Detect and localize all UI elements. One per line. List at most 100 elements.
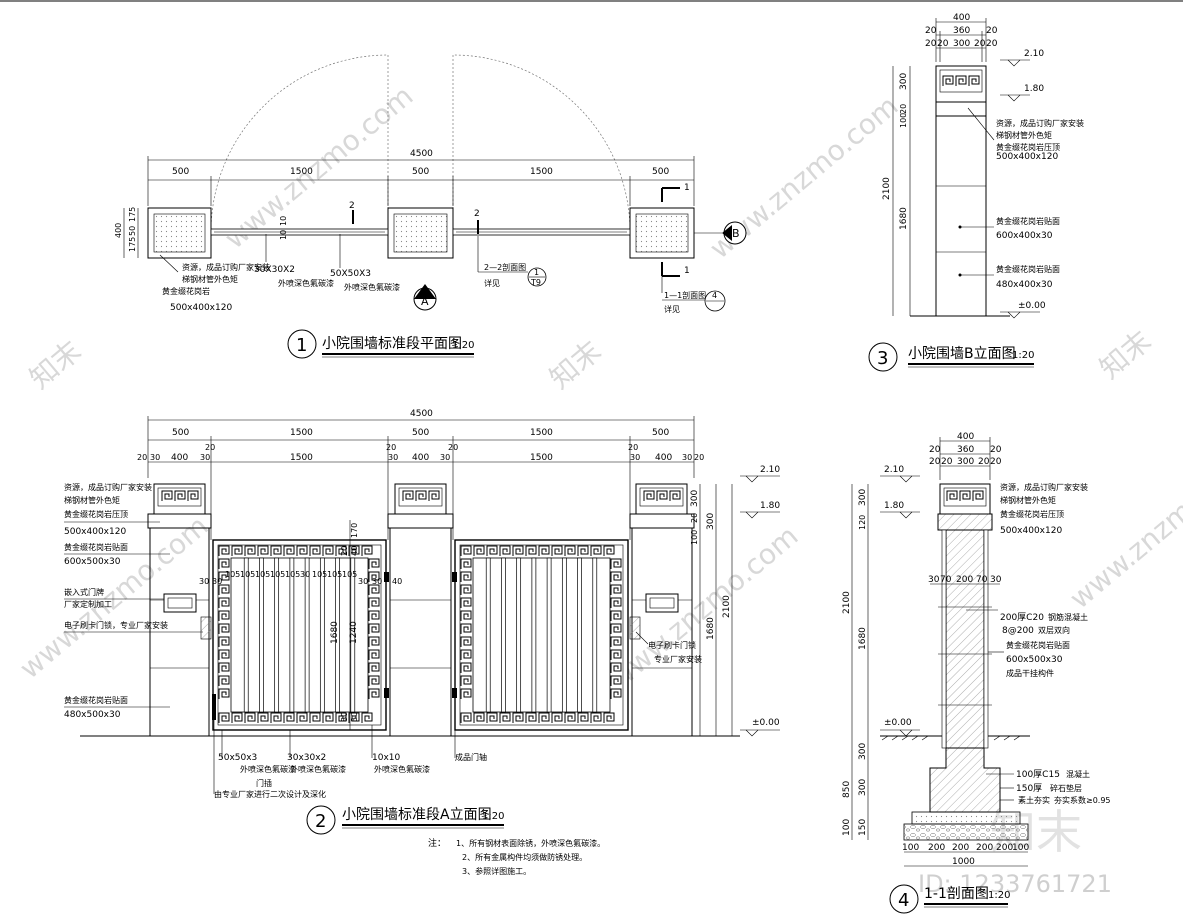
gate-bar: [546, 557, 552, 713]
elevb-level-210-mark: [1007, 59, 1021, 67]
watermark-id: ID: 1233761721: [918, 870, 1112, 898]
plan-tube-size: 50X50X3: [330, 269, 371, 279]
sec-cap-note3: 黄金缀花岗岩压顶: [1000, 509, 1064, 519]
elevb-veneer1-size: 600x400x30: [996, 231, 1053, 241]
sec-dim-left-300c: 300: [858, 779, 868, 796]
eleva-dim-r2-5: 20: [205, 443, 215, 452]
eleva-title-number-circle: [306, 805, 336, 835]
eleva-gate-dim-8: 30: [300, 570, 310, 579]
plan-section-1-label-top: 1: [684, 183, 690, 193]
sec-footing: [929, 747, 1001, 813]
gate-bar: [577, 557, 582, 713]
eleva-rdim-1680: 1680: [706, 617, 716, 640]
sec-base-concrete: [911, 811, 1021, 825]
eleva-gate-dim-10: 105: [327, 570, 342, 579]
eleva-dim-r2-3: 400: [171, 453, 188, 463]
eleva-rdim-300b: 300: [706, 513, 716, 530]
eleva-veneer1-note: 黄金缀花岗岩贴面: [64, 542, 128, 552]
eleva-dim-seg-1: 500: [172, 428, 189, 438]
sec-dim-row2-b: 360: [957, 445, 974, 455]
sec-level-000: ±0.00: [884, 718, 912, 728]
eleva-dim-r2-10: 30: [440, 453, 450, 462]
sec-cap-frieze: [943, 487, 987, 507]
eleva-gate-dim-13: 30: [372, 577, 382, 586]
gate-bar: [561, 557, 567, 713]
sec-wall-note: 钢筋混凝土: [1048, 612, 1088, 622]
eleva-gate-right-bars: [485, 557, 598, 713]
eleva-gate-vdim-1240: 1240: [349, 621, 359, 644]
elevb-cap-size: 500x400x120: [996, 152, 1058, 162]
eleva-title: 小院围墙标准段A立面图: [342, 807, 492, 823]
plan-pillar-left-core: [153, 213, 206, 253]
eleva-lock-right-2: 专业厂家安装: [654, 654, 702, 664]
eleva-gate-dim-1: 30: [199, 577, 209, 586]
watermark-url-5: www.znzmo.com: [603, 519, 804, 695]
eleva-level-000: ±0.00: [752, 718, 780, 728]
sec-level-180-mark: [899, 511, 913, 519]
sec-rebar-note: 双层双向: [1038, 625, 1070, 635]
eleva-gate-dim-6: 105: [270, 570, 285, 579]
sec-cap-note1: 资源，成品订购厂家安装: [1000, 482, 1088, 492]
eleva-note-3: 3、参照详图施工。: [462, 866, 531, 876]
eleva-dim-r2-8: 30: [388, 453, 398, 462]
eleva-gate-note: 由专业厂家进行二次设计及深化: [214, 789, 326, 799]
section-11-view: 400 20 360 20 20 20 300 20 20: [842, 432, 1111, 914]
sec-dim-bottom-4: 200: [976, 843, 993, 853]
eleva-gate-vdim-80: 80: [340, 712, 349, 722]
elevb-veneer2-note: 黄金缀花岗岩贴面: [996, 264, 1060, 274]
elevb-dim-left-1680: 1680: [899, 207, 909, 230]
sec-dim-left-300b: 300: [858, 743, 868, 760]
elevation-b-view: 400 20 360 20 20 20 300 20 20 300 20: [868, 13, 1084, 372]
eleva-hinge-bottom-left: [384, 688, 389, 698]
sec-base1-note: 混凝土: [1066, 769, 1090, 779]
elevb-cap-leader: [967, 107, 995, 141]
sec-base-gravel: [903, 823, 1029, 841]
eleva-dim-r2-1: 20: [137, 453, 147, 462]
gate-bar: [259, 557, 264, 713]
plan-sec22-label: 2—2剖面图: [484, 262, 526, 272]
sec-dim-row2-c: 20: [990, 445, 1002, 455]
sec-wall-core: [945, 529, 985, 749]
eleva-tube-note: 外喷深色氟碳漆: [240, 764, 296, 774]
sec-dim-left-300: 300: [858, 489, 868, 506]
eleva-latch: [212, 694, 216, 720]
eleva-gate-dim-9: 105: [312, 570, 327, 579]
eleva-note-1: 1、所有钢材表面除锈，外喷深色氟碳漆。: [456, 838, 605, 848]
sec-dim-row3-d: 20: [978, 457, 990, 467]
sec-dim-left-1680: 1680: [858, 627, 868, 650]
eleva-bar-size: 10x10: [372, 753, 401, 763]
elevb-title-number-circle: [868, 342, 898, 372]
eleva-gate-vdim-20: 20: [340, 546, 349, 556]
eleva-hinge-note: 成品门轴: [455, 752, 487, 762]
gate-bar: [501, 557, 506, 713]
sec-dim-mid-2: 70: [940, 575, 952, 585]
plan-sec22-ref: 详见: [484, 278, 500, 288]
elevb-dim-row3-b: 20: [937, 39, 949, 49]
gate-bar: [350, 557, 356, 713]
plan-sec22-ref-num: 1: [534, 268, 539, 277]
plan-rail-size: 30X30X2: [254, 265, 295, 275]
plan-sec11-ref-num: 4: [712, 291, 717, 300]
plan-dim-ticks: [147, 156, 695, 206]
sec-veneer-right: [983, 529, 989, 749]
eleva-gate-vdim-1680: 1680: [330, 621, 340, 644]
sec-dim-row2-a: 20: [929, 445, 941, 455]
plan-sec11-label: 1—1剖面图: [664, 290, 706, 300]
plan-dim-seg-4: 1500: [530, 167, 553, 177]
sec-veneer-size: 600x500x30: [1006, 655, 1063, 665]
eleva-lock-right-leader: [635, 631, 649, 645]
eleva-dim-r2-2: 30: [150, 453, 160, 462]
sec-veneer-note: 黄金缀花岗岩贴面: [1006, 640, 1070, 650]
watermark-brand-2: 知末: [543, 334, 607, 395]
sec-veneer-left: [941, 529, 947, 749]
plan-cap-note3: 黄金缀花岗岩: [162, 286, 210, 296]
eleva-dim-r2-6: 1500: [290, 453, 313, 463]
plan-view-b-arrow: [722, 225, 732, 241]
eleva-level-210-mark: [745, 475, 759, 483]
gate-bar: [274, 557, 280, 713]
gate-bar: [304, 557, 310, 713]
plan-dim-overall: 4500: [410, 149, 433, 159]
plan-dim-left-175a: 175: [128, 237, 137, 252]
sec-dim-row3-e: 20: [990, 457, 1002, 467]
